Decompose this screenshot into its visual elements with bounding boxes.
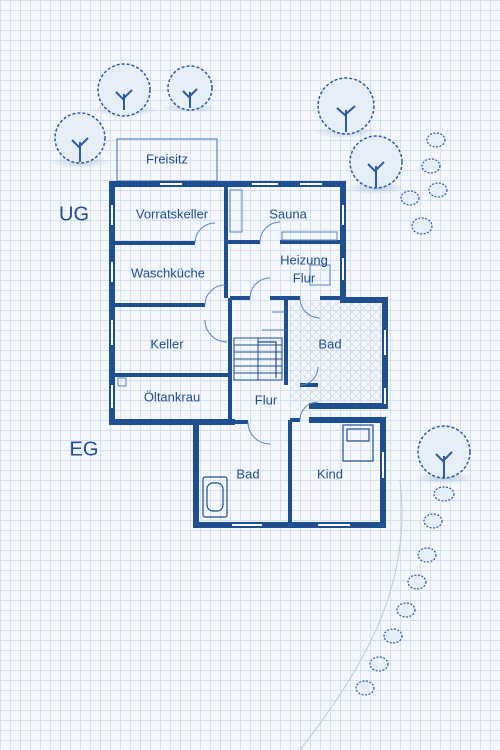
room-label-oeltankraum: Öltankrau — [143, 389, 201, 405]
bed — [342, 424, 374, 462]
garden-path — [299, 479, 403, 750]
room-label-flur-eg: Flur — [254, 392, 278, 408]
room-label-kind: Kind — [316, 466, 344, 482]
room-label-keller: Keller — [150, 336, 184, 352]
room-label-waschkueche: Waschküche — [131, 265, 205, 281]
level-label-ug: UG — [59, 203, 89, 226]
door-swings — [194, 221, 321, 445]
tree-icon — [90, 63, 158, 117]
room-label-flur-ug: Flur — [292, 270, 316, 286]
tree-icon — [162, 65, 218, 113]
room-label-vorratskeller: Vorratskeller — [135, 206, 209, 222]
level-label-eg: EG — [69, 438, 99, 461]
room-label-sauna: Sauna — [269, 206, 307, 222]
tree-icon — [314, 77, 378, 138]
tree-icon — [346, 135, 406, 194]
bathtub — [202, 476, 228, 518]
interior-walls — [112, 184, 343, 525]
tree-icon — [50, 112, 110, 168]
room-label-freisitz: Freisitz — [146, 151, 188, 167]
shrubs — [355, 132, 455, 696]
room-label-bad-eg: Bad — [236, 466, 260, 482]
sauna-fixtures — [117, 189, 338, 387]
room-label-bad-ug: Bad — [318, 336, 342, 352]
tree-icon — [414, 425, 474, 484]
staircase — [233, 337, 283, 381]
windows — [111, 183, 386, 526]
room-label-heizung: Heizung — [280, 252, 328, 268]
